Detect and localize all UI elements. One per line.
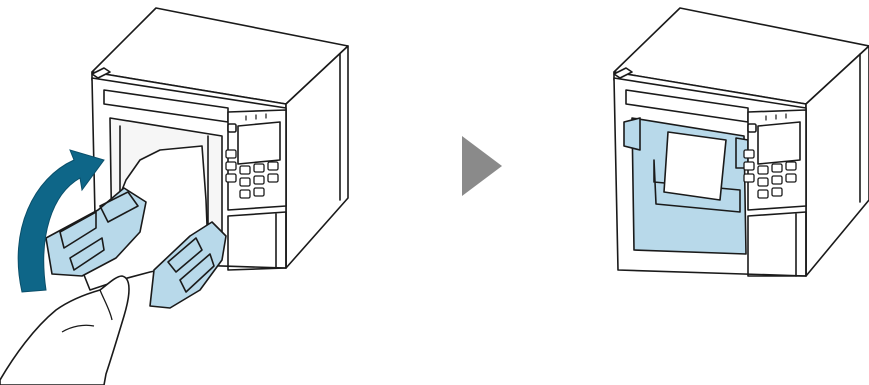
paper-exit	[664, 132, 726, 200]
printer-right-screen	[758, 122, 800, 164]
printer-right	[614, 8, 869, 276]
play-triangle-icon	[462, 136, 502, 196]
printer-left-screen	[238, 122, 280, 164]
